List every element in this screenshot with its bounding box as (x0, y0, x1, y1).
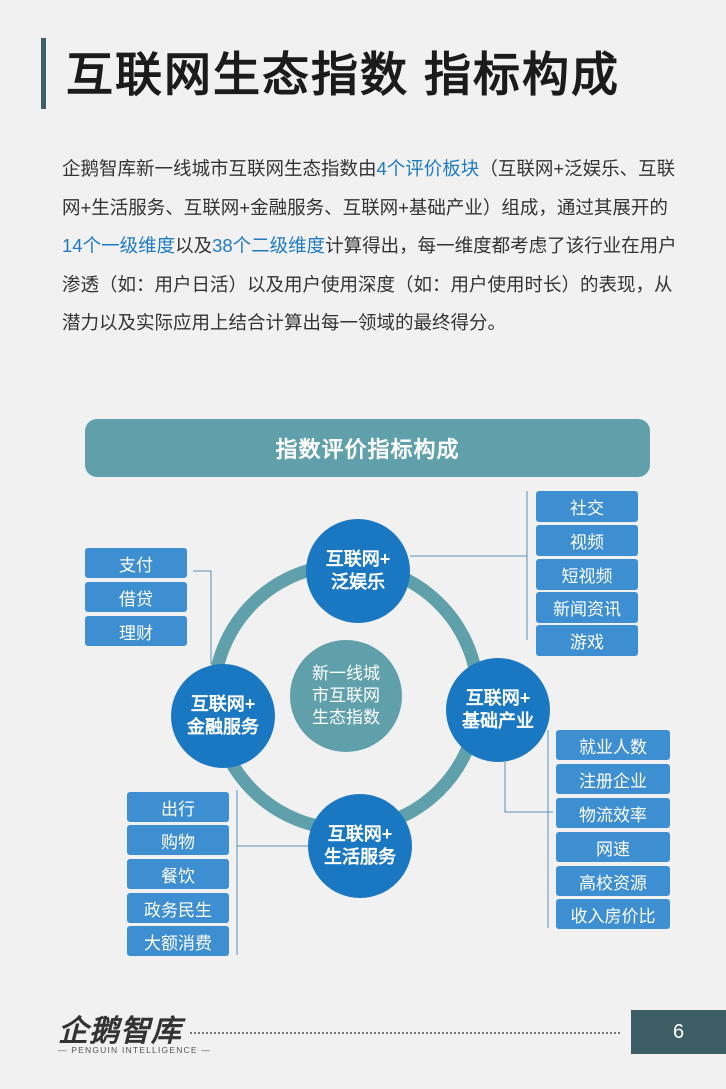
connector-finance (193, 570, 212, 664)
node-finance: 互联网+ 金融服务 (171, 664, 275, 768)
tag-life-3: 餐饮 (127, 859, 229, 889)
tag-infrastructure-3: 物流效率 (556, 798, 670, 828)
tag-infrastructure-1: 就业人数 (556, 730, 670, 760)
tag-life-4: 政务民生 (127, 893, 229, 923)
node-finance-line1: 互联网+ (190, 694, 256, 714)
node-entertainment: 互联网+ 泛娱乐 (306, 519, 410, 623)
intro-highlight-level1: 14个一级维度 (62, 235, 176, 256)
tag-life-5: 大额消费 (127, 926, 229, 956)
node-infrastructure: 互联网+ 基础产业 (446, 658, 550, 762)
node-life: 互联网+ 生活服务 (308, 794, 412, 898)
intro-text-3: 以及 (175, 235, 213, 256)
node-life-line2: 生活服务 (324, 847, 396, 867)
center-line-3: 生态指数 (312, 708, 380, 727)
node-finance-line2: 金融服务 (187, 717, 259, 737)
node-life-line1: 互联网+ (327, 824, 393, 844)
diagram-banner: 指数评价指标构成 (85, 419, 650, 477)
tag-finance-3: 理财 (85, 616, 187, 646)
intro-highlight-sections: 4个评价板块 (376, 158, 480, 179)
intro-text-4: 计算得出，每一维度都考虑了该行业在用户渗透（如：用户日活）以及用户使用深度（如：… (62, 235, 677, 333)
connector-infrastructure (504, 762, 553, 813)
node-infrastructure-line1: 互联网+ (465, 688, 531, 708)
footer-logo-subtitle: — PENGUIN INTELLIGENCE — (58, 1045, 212, 1055)
tag-finance-2: 借贷 (85, 582, 187, 612)
tag-infrastructure-5: 高校资源 (556, 866, 670, 896)
intro-text-2: （互联网+泛娱乐、互联网+生活服务、互联网+金融服务、互联网+基础产业）组成，通… (62, 158, 676, 218)
node-infrastructure-line2: 基础产业 (462, 711, 534, 731)
tag-entertainment-5: 游戏 (536, 625, 638, 656)
tag-infrastructure-6: 收入房价比 (556, 899, 670, 929)
center-node-index: 新一线城 市互联网 生态指数 (290, 640, 402, 752)
title-accent-bar (41, 38, 46, 109)
tag-infrastructure-2: 注册企业 (556, 764, 670, 794)
page-title: 互联网生态指数 指标构成 (66, 48, 621, 101)
tag-entertainment-3: 短视频 (536, 559, 638, 590)
center-line-1: 新一线城 (312, 664, 380, 683)
footer-logo: 企鹅智库 (58, 1015, 182, 1048)
tag-infrastructure-4: 网速 (556, 832, 670, 862)
tag-entertainment-1: 社交 (536, 491, 638, 522)
node-entertainment-line1: 互联网+ (325, 549, 391, 569)
footer-dotted-divider (190, 1032, 620, 1034)
tag-life-1: 出行 (127, 792, 229, 822)
intro-highlight-level2: 38个二级维度 (212, 235, 326, 256)
tag-life-2: 购物 (127, 825, 229, 855)
center-line-2: 市互联网 (312, 686, 380, 705)
intro-text-1: 企鹅智库新一线城市互联网生态指数由 (62, 158, 377, 179)
tag-entertainment-4: 新闻资讯 (536, 592, 638, 623)
tag-entertainment-2: 视频 (536, 525, 638, 556)
node-entertainment-line2: 泛娱乐 (330, 572, 385, 592)
intro-paragraph: 企鹅智库新一线城市互联网生态指数由4个评价板块（互联网+泛娱乐、互联网+生活服务… (62, 150, 682, 343)
page-number: 6 (631, 1010, 726, 1054)
tag-finance-1: 支付 (85, 548, 187, 578)
